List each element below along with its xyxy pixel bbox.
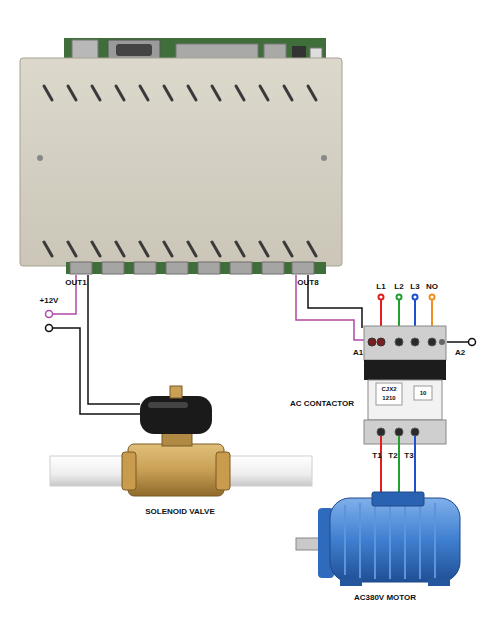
model-label: CJX2 bbox=[381, 386, 396, 392]
relay-controller bbox=[20, 38, 342, 274]
solenoid-valve-figure bbox=[50, 386, 312, 496]
terminal-label: L2 bbox=[394, 283, 403, 291]
terminal-label: T3 bbox=[404, 452, 413, 460]
port-label: OUT1 bbox=[65, 279, 86, 287]
port-label: OUT8 bbox=[297, 279, 318, 287]
terminal-label: A2 bbox=[455, 349, 465, 357]
terminal-label: L1 bbox=[376, 283, 385, 291]
part-label: AC380V MOTOR bbox=[354, 594, 416, 602]
terminal-label: T2 bbox=[388, 452, 397, 460]
terminal-label: A1 bbox=[353, 349, 363, 357]
ac-contactor-figure bbox=[364, 326, 446, 444]
motor-leads bbox=[381, 436, 415, 500]
model-label: 10 bbox=[420, 390, 427, 396]
motor-figure bbox=[296, 492, 460, 586]
part-label: AC CONTACTOR bbox=[290, 400, 354, 408]
terminal-label: L3 bbox=[410, 283, 419, 291]
voltage-label: +12V bbox=[40, 297, 59, 305]
terminal-label: T1 bbox=[372, 452, 381, 460]
part-label: SOLENOID VALVE bbox=[145, 508, 215, 516]
terminal-label: NO bbox=[426, 283, 438, 291]
valve-wiring bbox=[46, 275, 141, 414]
model-label: 1210 bbox=[382, 395, 395, 401]
